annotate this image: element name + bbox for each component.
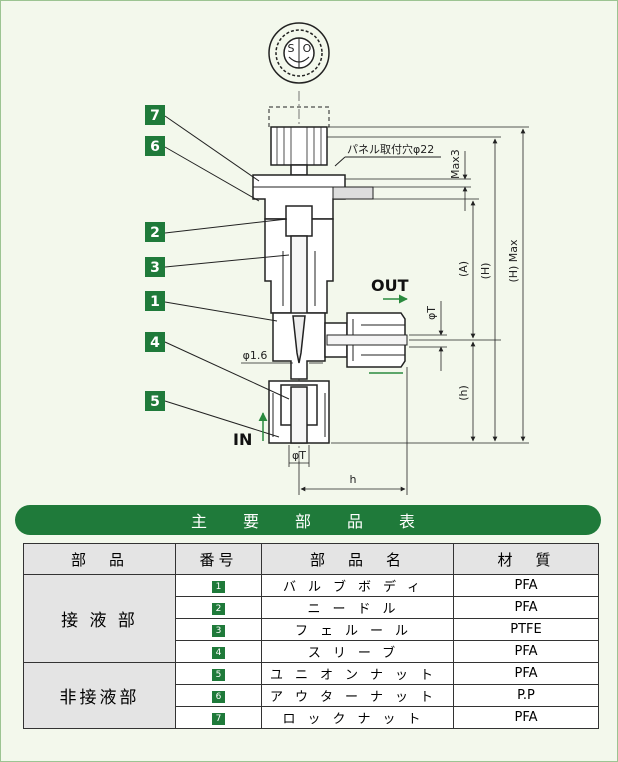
header-material: 材 質 (453, 543, 599, 575)
number-badge: 3 (212, 625, 225, 637)
callout-6 (145, 136, 165, 156)
header-part-name: 部 品 名 (261, 543, 454, 575)
panel-hole-label: パネル取付穴φ22 (347, 142, 434, 156)
row-part-name: ニードル (261, 596, 454, 619)
row-material: PFA (453, 596, 599, 619)
category-wetted: 接 液 部 (23, 574, 176, 663)
in-label: IN (233, 430, 252, 449)
table-row: 2 ニードル PFA (24, 596, 599, 619)
category-non-wetted: 非接液部 (23, 662, 176, 729)
dim-h-paren-label: (h) (457, 385, 470, 401)
header-part: 部 品 (23, 543, 176, 575)
row-number: 3 (175, 618, 262, 641)
row-part-name: バルブボディ (261, 574, 454, 597)
row-material: PTFE (453, 618, 599, 641)
row-part-name: ロックナット (261, 706, 454, 729)
number-badge: 4 (212, 647, 225, 659)
callout-2 (145, 222, 165, 242)
extension-lines (298, 126, 529, 495)
callout-7 (145, 105, 165, 125)
row-number: 2 (175, 596, 262, 619)
callout-7-label: 7 (150, 108, 160, 124)
parts-table-title: 主 要 部 品 表 (15, 505, 601, 535)
row-part-name: ユニオンナット (261, 662, 454, 685)
callout-3-label: 3 (150, 260, 160, 276)
row-number: 7 (175, 706, 262, 729)
knob-label-s: S (288, 42, 295, 55)
dim-h-horizontal-label: h (350, 473, 357, 486)
out-label: OUT (371, 276, 409, 295)
callout-3 (145, 257, 165, 277)
callout-1 (145, 291, 165, 311)
table-row: 4 スリーブ PFA (24, 640, 599, 663)
callout-6-label: 6 (150, 139, 160, 155)
callout-5 (145, 391, 165, 411)
number-badge: 7 (212, 713, 225, 725)
dim-h-label: (H) (479, 263, 492, 280)
valve-drawing: S O (145, 22, 529, 495)
callouts: 7 6 2 3 1 4 5 (145, 105, 165, 411)
knob-label-o: O (303, 42, 312, 55)
callout-4-label: 4 (150, 335, 160, 351)
number-badge: 5 (212, 669, 225, 681)
valve-body-section (252, 106, 408, 444)
table-row: 7 ロックナット PFA (24, 706, 599, 729)
row-number: 5 (175, 662, 262, 685)
callout-5-label: 5 (150, 394, 160, 410)
phi-1-6-label: φ1.6 (243, 349, 268, 362)
callout-4 (145, 332, 165, 352)
row-material: PFA (453, 662, 599, 685)
dim-a-label: (A) (457, 261, 470, 277)
row-number: 6 (175, 684, 262, 707)
number-badge: 2 (212, 603, 225, 615)
row-material: PFA (453, 640, 599, 663)
knob-top-view: S O (268, 22, 330, 84)
callout-1-label: 1 (150, 294, 160, 310)
dim-hmax-label: (H) Max (507, 239, 520, 283)
row-part-name: スリーブ (261, 640, 454, 663)
row-material: PFA (453, 706, 599, 729)
header-number: 番号 (175, 543, 262, 575)
table-row: 非接液部 5 ユニオンナット PFA (23, 662, 599, 729)
callout-2-label: 2 (150, 225, 160, 241)
row-material: P.P (453, 684, 599, 707)
table-row: 接 液 部 1 バルブボディ PFA (23, 574, 599, 663)
phi-t-in-label: φT (292, 449, 306, 462)
table-row: 3 フェルール PTFE (24, 618, 599, 641)
phi-t-out-label: φT (425, 306, 438, 320)
row-material: PFA (453, 574, 599, 597)
dimension-lines (241, 128, 526, 492)
parts-table: 部 品 番号 部 品 名 材 質 接 液 部 1 バルブボディ PFA 2 ニー… (23, 543, 599, 729)
row-number: 1 (175, 574, 262, 597)
number-badge: 1 (212, 581, 225, 593)
max3-label: Max3 (449, 149, 462, 179)
row-part-name: フェルール (261, 618, 454, 641)
row-part-name: アウターナット (261, 684, 454, 707)
row-number: 4 (175, 640, 262, 663)
table-header-row: 部 品 番号 部 品 名 材 質 (23, 543, 599, 575)
leader-lines (164, 115, 441, 438)
number-badge: 6 (212, 691, 225, 703)
